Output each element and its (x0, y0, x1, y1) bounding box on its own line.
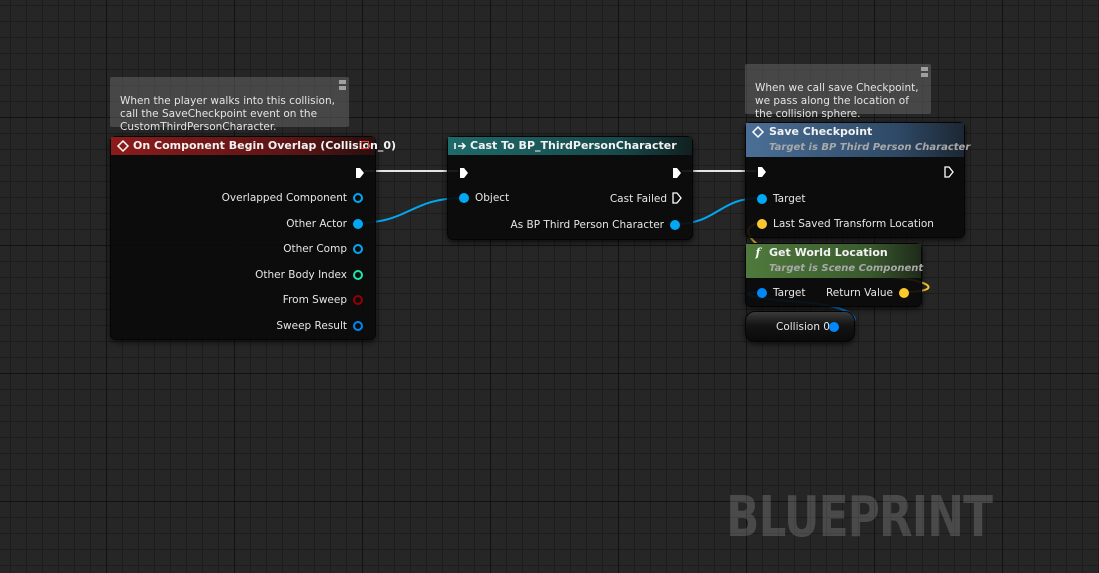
node-get-world-location[interactable]: f Get World Location Target is Scene Com… (745, 243, 924, 307)
pin-object-label: Object (475, 192, 510, 204)
pin-overlapped-component[interactable] (353, 193, 363, 203)
node-subtitle: Target is Scene Component (769, 263, 924, 274)
blueprint-watermark: BLUEPRINT (726, 485, 993, 550)
pin-cast-failed-label: Cast Failed (609, 193, 667, 205)
pin-target-label: Target (773, 287, 806, 299)
pin-sweep-result[interactable] (353, 321, 363, 331)
pin-target[interactable] (757, 194, 767, 204)
pin-as-bp-third-person-character[interactable] (670, 220, 680, 230)
pin-object[interactable] (459, 193, 469, 203)
pin-return-value-label: Return Value (825, 287, 893, 299)
pin-other-comp[interactable] (353, 244, 363, 254)
pin-last-saved-transform-location-label: Last Saved Transform Location (773, 218, 934, 230)
node-save-checkpoint[interactable]: Save Checkpoint Target is BP Third Perso… (745, 122, 970, 238)
node-collision-0-getter[interactable]: Collision 0 (745, 311, 855, 342)
node-header[interactable]: Save Checkpoint Target is BP Third Perso… (746, 123, 970, 157)
pin-other-comp-label: Other Comp (283, 243, 347, 255)
pin-cast-failed[interactable] (672, 192, 682, 204)
pin-sweep-result-label: Sweep Result (276, 320, 347, 332)
comment-overlap-text: When the player walks into this collisio… (120, 95, 335, 133)
exec-in-pin[interactable] (757, 166, 767, 178)
pin-as-bp-third-person-character-label: As BP Third Person Character (510, 219, 664, 231)
function-icon (751, 125, 765, 139)
pure-function-icon: f (755, 246, 761, 259)
pin-target-label: Target (773, 193, 806, 205)
node-subtitle: Target is BP Third Person Character (769, 142, 971, 153)
comment-save[interactable]: When we call save Checkpoint, we pass al… (745, 64, 931, 120)
node-header[interactable]: f Get World Location Target is Scene Com… (746, 244, 924, 278)
event-icon (116, 139, 130, 153)
node-title: Cast To BP_ThirdPersonCharacter (470, 139, 677, 152)
node-header[interactable]: Cast To BP_ThirdPersonCharacter (448, 137, 692, 155)
node-cast-to-bp-thirdpersoncharacter[interactable]: Cast To BP_ThirdPersonCharacter Object C… (447, 136, 693, 240)
exec-in-pin[interactable] (459, 167, 469, 179)
exec-out-pin[interactable] (672, 167, 682, 179)
pin-other-body-index-label: Other Body Index (255, 269, 347, 281)
pin-from-sweep-label: From Sweep (282, 294, 347, 306)
pin-other-actor-label: Other Actor (286, 218, 347, 230)
exec-out-pin[interactable] (944, 166, 954, 178)
node-title: On Component Begin Overlap (Collision_0) (133, 139, 397, 152)
node-on-component-begin-overlap[interactable]: On Component Begin Overlap (Collision_0)… (110, 136, 396, 340)
cast-icon (454, 140, 467, 152)
comment-overlap[interactable]: When the player walks into this collisio… (110, 77, 349, 133)
pin-overlapped-component-label: Overlapped Component (221, 192, 347, 204)
pin-from-sweep[interactable] (353, 295, 363, 305)
exec-out-pin[interactable] (355, 167, 365, 179)
variable-name: Collision 0 (776, 321, 830, 333)
pin-target[interactable] (757, 288, 767, 298)
comment-pin-icon[interactable] (339, 80, 346, 91)
delegate-pin-icon[interactable] (361, 141, 369, 149)
pin-other-body-index[interactable] (353, 270, 363, 280)
node-title: Get World Location (769, 246, 888, 259)
comment-pin-icon[interactable] (921, 67, 928, 78)
node-title: Save Checkpoint (769, 125, 873, 138)
node-header[interactable]: On Component Begin Overlap (Collision_0) (111, 137, 396, 155)
pin-return-value[interactable] (899, 288, 909, 298)
pin-other-actor[interactable] (353, 219, 363, 229)
pin-last-saved-transform-location[interactable] (757, 219, 767, 229)
comment-save-text: When we call save Checkpoint, we pass al… (755, 82, 919, 120)
pin-collision-0-output[interactable] (829, 322, 839, 332)
